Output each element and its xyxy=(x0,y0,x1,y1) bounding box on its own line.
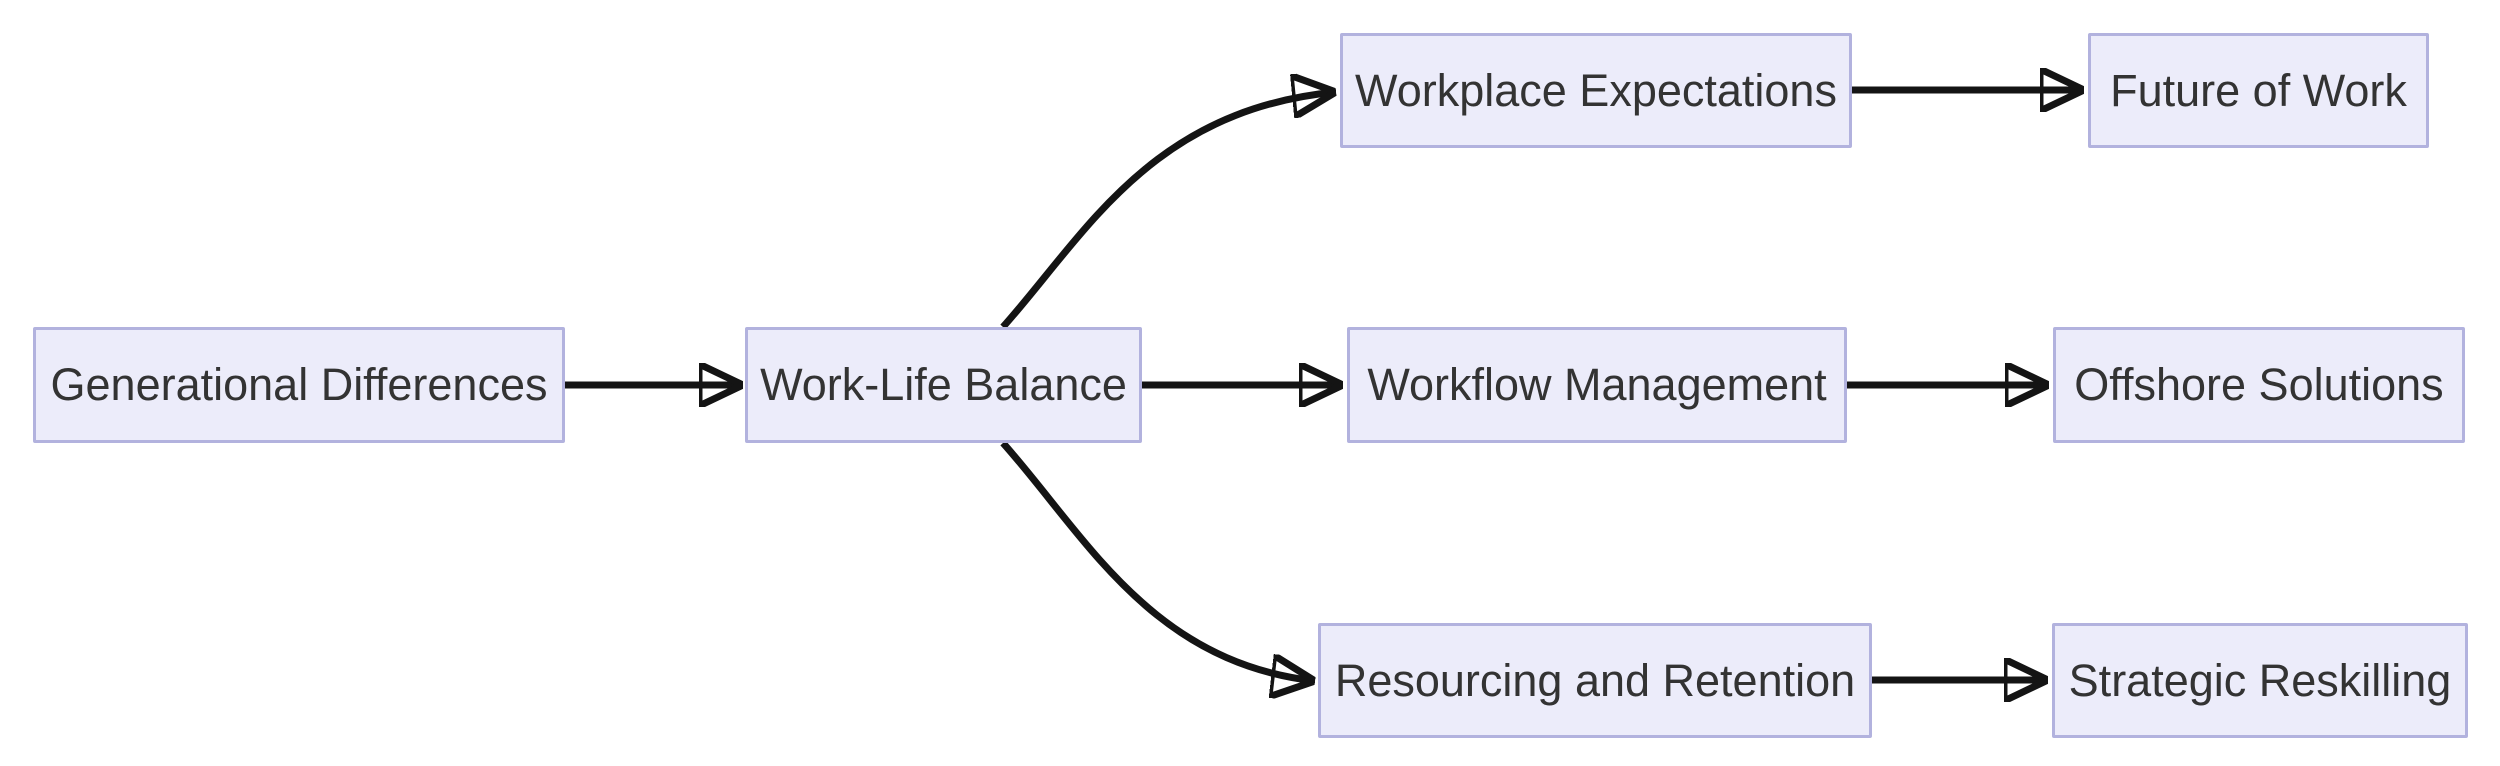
node-workplace-expectations: Workplace Expectations xyxy=(1340,33,1852,148)
node-label: Resourcing and Retention xyxy=(1334,654,1856,706)
node-label: Future of Work xyxy=(2110,64,2407,116)
node-generational-differences: Generational Differences xyxy=(33,327,565,443)
edge-work-life-balance-to-resourcing-and-retention xyxy=(1000,440,1315,681)
node-work-life-balance: Work-Life Balance xyxy=(745,327,1142,443)
node-label: Strategic Reskilling xyxy=(2068,654,2452,706)
node-label: Offshore Solutions xyxy=(2074,359,2444,410)
node-resourcing-and-retention: Resourcing and Retention xyxy=(1318,623,1872,738)
node-strategic-reskilling: Strategic Reskilling xyxy=(2052,623,2468,738)
node-label: Workflow Management xyxy=(1367,359,1827,410)
node-workflow-management: Workflow Management xyxy=(1347,327,1847,443)
node-future-of-work: Future of Work xyxy=(2088,33,2429,148)
node-label: Workplace Expectations xyxy=(1355,64,1837,116)
node-label: Generational Differences xyxy=(50,359,548,410)
node-offshore-solutions: Offshore Solutions xyxy=(2053,327,2465,443)
edge-work-life-balance-to-workplace-expectations xyxy=(1000,92,1336,330)
node-label: Work-Life Balance xyxy=(760,359,1127,410)
